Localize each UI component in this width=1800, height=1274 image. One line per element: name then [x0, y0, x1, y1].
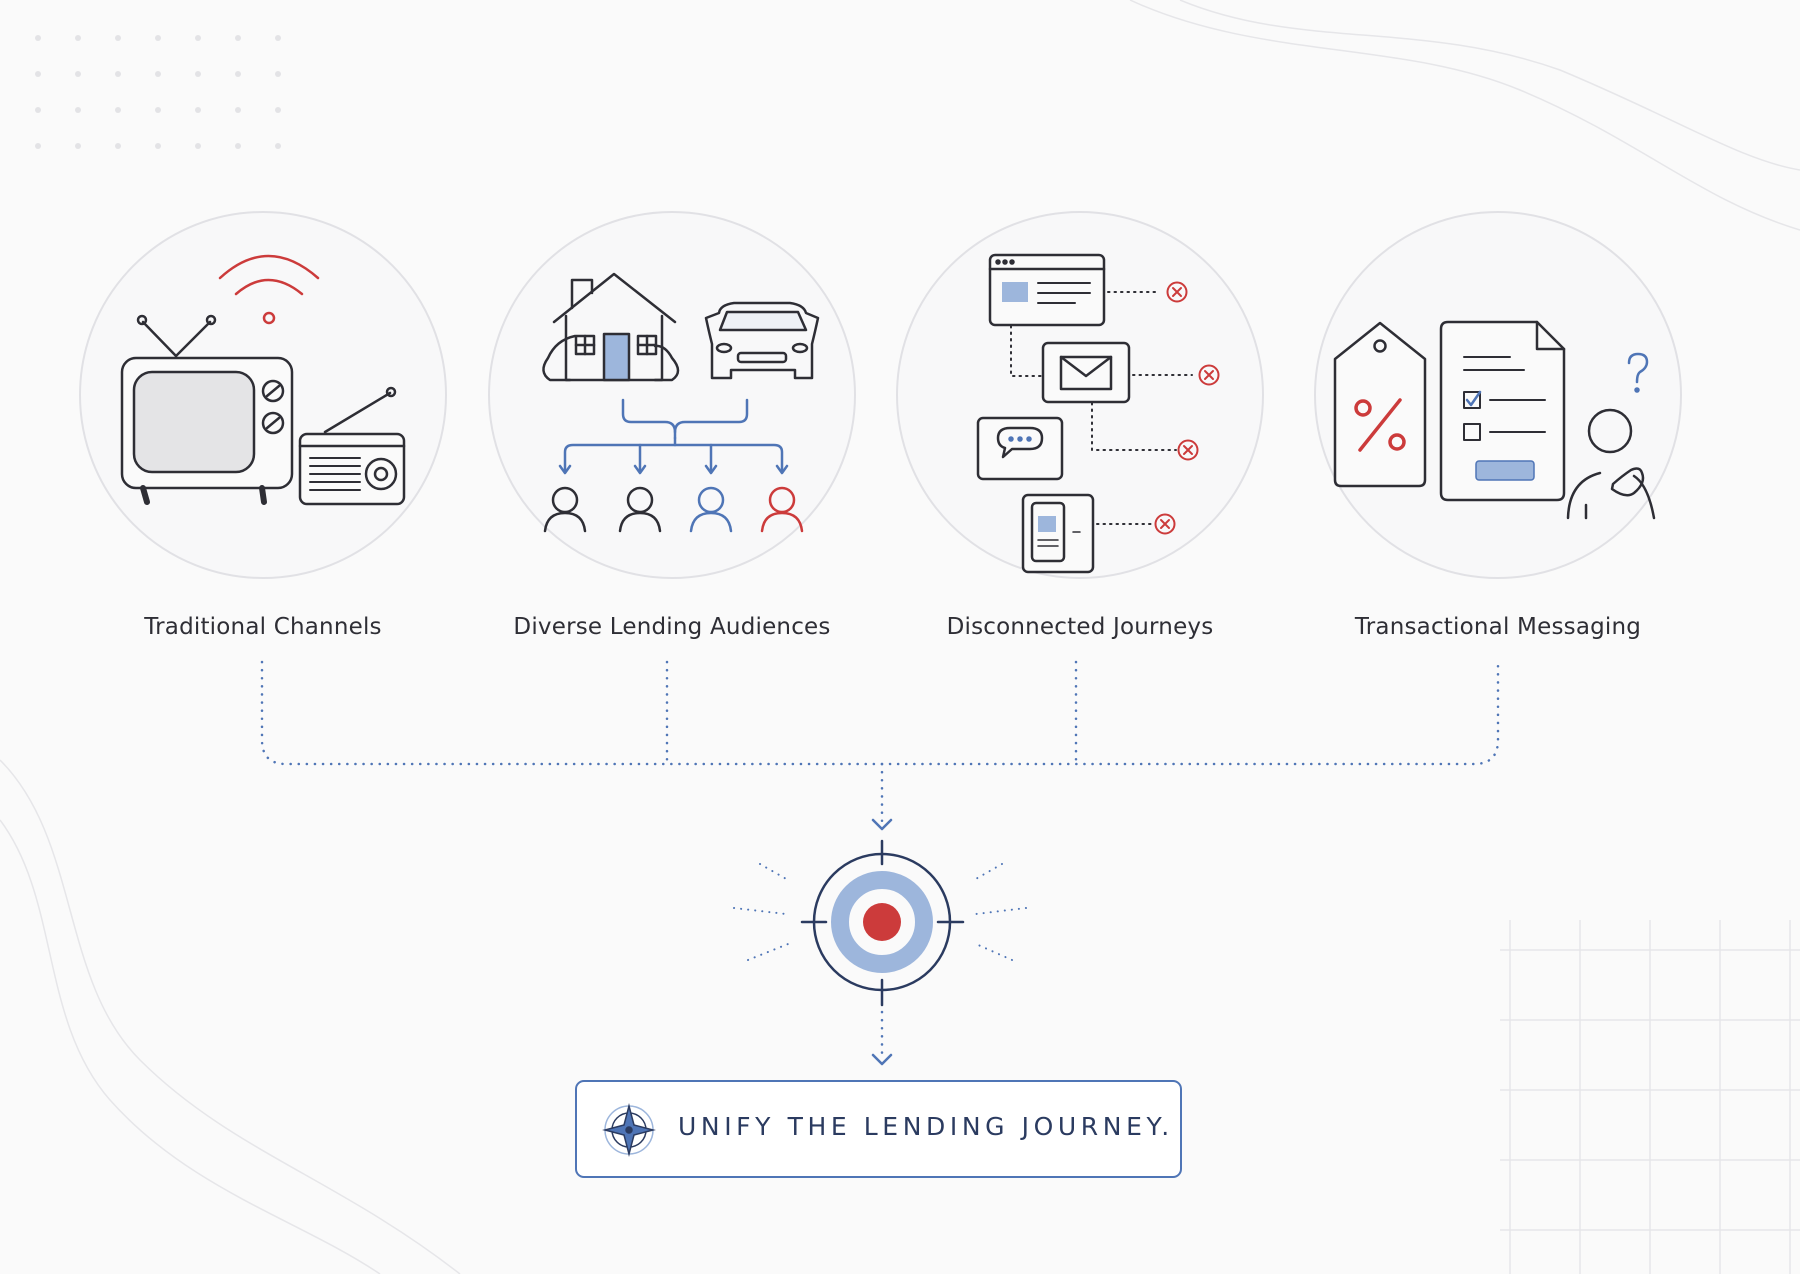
wifi-icon: [218, 254, 320, 325]
label-diverse-lending-audiences: Diverse Lending Audiences: [513, 614, 831, 640]
house-car-people-icon: [542, 272, 820, 533]
question-mark-icon: [1627, 352, 1649, 393]
arrow-down-bottom: [871, 1053, 893, 1066]
compass-icon: [602, 1103, 656, 1157]
error-x-icons: [1154, 281, 1220, 535]
mobile-app-icon: [1021, 493, 1095, 574]
target-icon: [733, 839, 1027, 1007]
connector-lines: [260, 660, 1500, 826]
thinking-person-icon: [1566, 408, 1656, 520]
arrow-down-top: [871, 818, 893, 831]
cta-text: UNIFY THE LENDING JOURNEY.: [678, 1112, 1174, 1141]
tag-document-person-icon: [1333, 320, 1656, 520]
tv-radio-icon: [120, 254, 406, 506]
people-icons: [543, 486, 804, 533]
cta-box: [575, 1080, 1182, 1178]
price-tag-icon: [1333, 321, 1427, 488]
broken-links: [1010, 291, 1193, 525]
label-traditional-channels: Traditional Channels: [144, 614, 382, 640]
tree-connector: [558, 398, 789, 475]
document-icon: [1439, 320, 1566, 502]
chat-icon: [976, 416, 1064, 481]
disconnected-channels-icon: [976, 253, 1220, 574]
browser-window-icon: [988, 253, 1106, 327]
car-icon: [704, 301, 820, 380]
dot-grid: [35, 35, 281, 149]
mail-icon: [1041, 341, 1131, 404]
label-disconnected-journeys: Disconnected Journeys: [946, 614, 1214, 640]
label-transactional-messaging: Transactional Messaging: [1354, 614, 1642, 640]
house-icon: [542, 272, 680, 382]
